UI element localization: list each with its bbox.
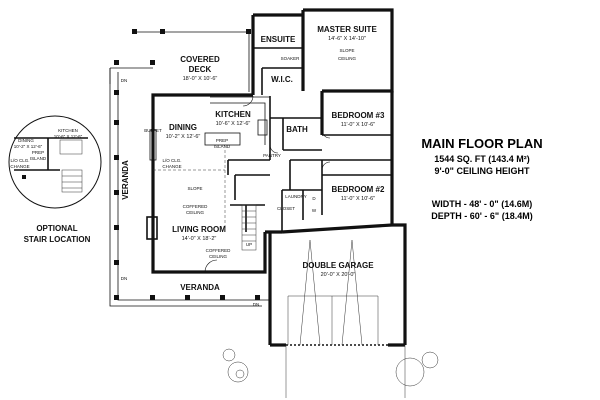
garage-details xyxy=(285,239,406,398)
exterior-walls xyxy=(151,8,407,347)
dn-label-2: DN xyxy=(121,276,128,281)
master-suite-label: MASTER SUITE xyxy=(317,25,377,34)
closet-label: CLOSET xyxy=(277,206,295,211)
bedroom2-dim: 11'-0" X 10'-6" xyxy=(341,196,375,202)
ensuite-label: ENSUITE xyxy=(261,35,296,44)
veranda xyxy=(109,29,270,307)
bedroom3-dim: 11'-0" X 10'-6" xyxy=(341,122,375,128)
inset-kitchen-label: KITCHEN xyxy=(58,128,78,133)
coffered-label-1: COFFERED xyxy=(206,248,232,253)
bedroom3-label: BEDROOM #3 xyxy=(332,111,385,120)
wic-label: W.I.C. xyxy=(271,75,293,84)
living-room-label: LIVING ROOM xyxy=(172,225,226,234)
inset-plan xyxy=(8,115,102,209)
pantry-label: PANTRY xyxy=(263,153,281,158)
dryer-label: D xyxy=(312,196,316,201)
dn-label-1: DN xyxy=(121,78,128,83)
inset-dining-label: DINING xyxy=(18,138,34,143)
veranda-side-label: VERANDA xyxy=(121,160,130,200)
laundry-label: LAUNDRY xyxy=(285,194,306,199)
prep-island-label-2: ISLAND xyxy=(214,144,231,149)
covered-deck-label-1: COVERED xyxy=(180,55,220,64)
inset-kitchen-dim: 10'-6" X 12'-6" xyxy=(54,134,83,139)
inset-dining-dim: 10'-2" X 12'-6" xyxy=(14,144,43,149)
kitchen-dim: 10'-6" X 12'-6" xyxy=(216,121,251,127)
bedroom2-label: BEDROOM #2 xyxy=(332,185,385,194)
plan-title: MAIN FLOOR PLAN xyxy=(421,136,542,151)
plan-area: 1544 SQ. FT (143.4 M²) xyxy=(434,154,530,164)
dining-label: DINING xyxy=(169,123,197,132)
clg-change-label-1: L/O CLG. xyxy=(162,158,181,163)
garage-dim: 20'-0" X 20'-0" xyxy=(321,272,356,278)
covered-deck-dim: 18'-0" X 10'-6" xyxy=(183,76,218,82)
plan-depth: DEPTH - 60' - 6" (18.4M) xyxy=(431,211,532,221)
master-suite-dim: 14'-6" X 14'-10" xyxy=(328,36,366,42)
up-label: UP xyxy=(246,242,252,247)
plan-width: WIDTH - 48' - 0" (14.6M) xyxy=(432,199,532,209)
prep-island-label-1: PREP xyxy=(216,138,228,143)
dining-dim: 10'-2" X 12'-6" xyxy=(166,134,201,140)
buffet-label: BUFFET xyxy=(144,128,162,133)
inset-caption-line2: STAIR LOCATION xyxy=(24,235,91,244)
inset-caption-line1: OPTIONAL xyxy=(36,224,77,233)
covered-deck-label-2: DECK xyxy=(189,65,212,74)
slope-coffered-label: COFFERED xyxy=(183,204,209,209)
door-swings xyxy=(204,95,331,273)
interior-walls xyxy=(146,47,392,240)
garage-label: DOUBLE GARAGE xyxy=(302,261,374,270)
washer-label: W xyxy=(312,208,317,213)
landscape xyxy=(222,348,439,387)
kitchen-label: KITCHEN xyxy=(215,110,251,119)
master-ceiling-label: CEILING xyxy=(338,56,357,61)
dn-label-3: DN xyxy=(253,302,260,307)
master-slope-label: SLOPE xyxy=(339,48,354,53)
soaker-label: SOAKER xyxy=(281,56,301,61)
clg-change-label-2: CHANGE xyxy=(162,164,181,169)
slope-label: SLOPE xyxy=(187,186,202,191)
inset-clg-label-1: L/O CLG. xyxy=(10,158,29,163)
inset-prep-label-1: PREP xyxy=(32,150,44,155)
plan-ceiling: 9'-0" CEILING HEIGHT xyxy=(435,166,530,176)
living-room-dim: 14'-0" X 18'-2" xyxy=(182,236,217,242)
bath-label: BATH xyxy=(286,125,308,134)
coffered-label-2: CEILING xyxy=(209,254,228,259)
slope-ceiling-label: CEILING xyxy=(186,210,205,215)
stair-detail xyxy=(241,204,257,251)
inset-prep-label-2: ISLAND xyxy=(30,156,47,161)
inset-clg-label-2: CHANGE xyxy=(10,164,29,169)
veranda-front-label: VERANDA xyxy=(180,283,220,292)
